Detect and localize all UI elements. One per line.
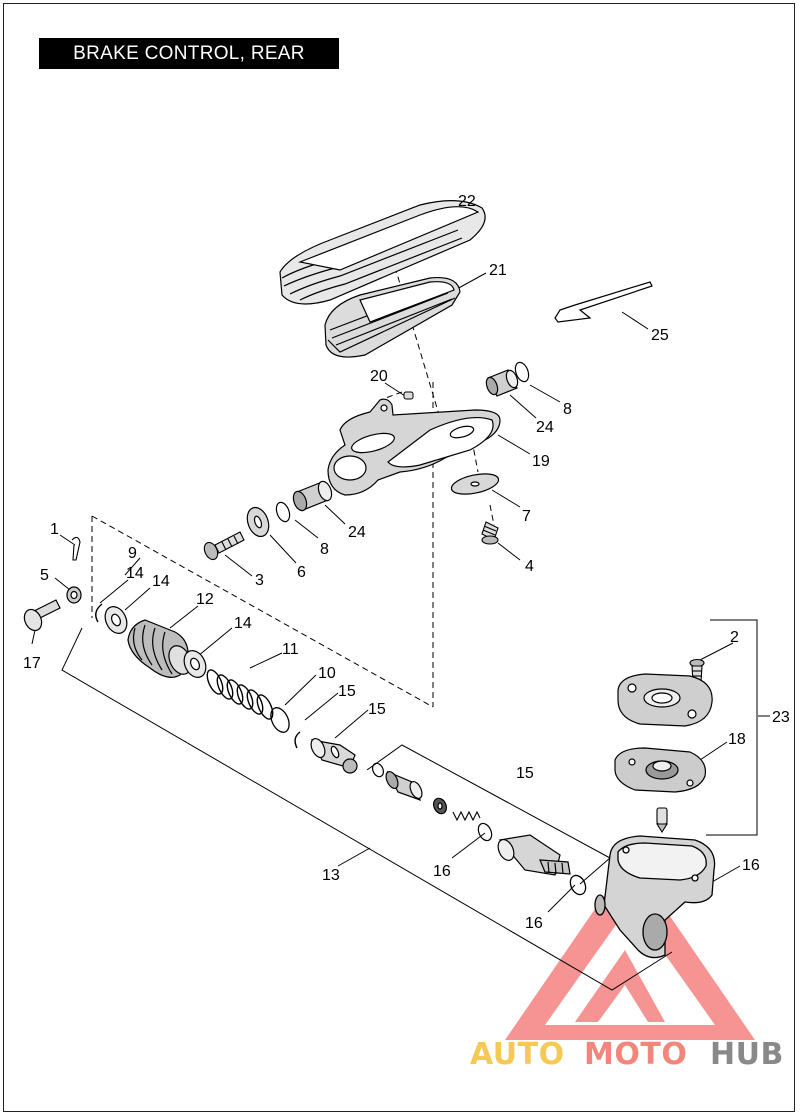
part-o-ring-upper — [514, 361, 530, 383]
callout-23: 23 — [772, 709, 790, 726]
callout-11: 11 — [282, 641, 299, 658]
part-plug — [403, 391, 414, 400]
part-spring — [206, 669, 274, 720]
part-washer-14 — [104, 606, 128, 634]
part-cotter-pin — [71, 536, 81, 561]
part-o-ring-lower — [275, 501, 291, 523]
callout-12: 12 — [196, 591, 214, 608]
callout-25: 25 — [651, 327, 669, 344]
part-small-o-ring — [371, 762, 385, 778]
callout-2: 2 — [730, 629, 739, 646]
part-retaining-ring-10 — [270, 707, 290, 733]
part-footboard-pad-top — [279, 200, 486, 305]
part-washer-7 — [450, 473, 500, 495]
part-footboard-pad-bottom — [324, 276, 461, 358]
part-washer-14b — [183, 650, 207, 678]
part-washer-6 — [246, 506, 270, 538]
part-retaining-ring-14 — [95, 603, 103, 623]
callout-13: 13 — [322, 867, 340, 884]
part-o-ring-16b — [569, 874, 587, 896]
callout-22: 22 — [458, 193, 476, 210]
callout-18: 18 — [728, 731, 746, 748]
callout-15c: 15 — [516, 765, 534, 782]
callout-17: 17 — [23, 655, 41, 672]
watermark-hub: HUB — [710, 1037, 784, 1072]
callout-3: 3 — [255, 572, 264, 589]
callout-10: 10 — [318, 665, 336, 682]
callout-15b: 15 — [368, 701, 386, 718]
watermark-auto: AUTO — [470, 1037, 565, 1072]
callout-1: 1 — [50, 521, 59, 538]
callout-labels: 22 21 25 20 8 24 19 7 24 8 6 3 4 1 9 14 … — [23, 193, 790, 932]
callout-21: 21 — [489, 262, 507, 279]
callout-15a: 15 — [338, 683, 356, 700]
callout-6: 6 — [297, 564, 306, 581]
part-outlet-fitting — [497, 834, 571, 876]
part-bushing-upper — [485, 369, 519, 397]
callout-20: 20 — [370, 368, 388, 385]
part-washer-5 — [66, 586, 82, 604]
callout-5: 5 — [40, 567, 49, 584]
callout-14b: 14 — [152, 573, 170, 590]
part-brake-pedal-lever — [327, 398, 501, 496]
part-bleed-fitting — [656, 807, 668, 834]
part-clip-15 — [294, 731, 301, 749]
part-rubber-boot — [127, 619, 192, 678]
callout-7: 7 — [522, 508, 531, 525]
callout-8a: 8 — [563, 401, 572, 418]
part-pushrod — [310, 737, 358, 774]
part-return-spring — [452, 810, 481, 822]
watermark-moto: MOTO — [584, 1037, 687, 1072]
part-clevis-pin — [23, 599, 61, 632]
callout-19: 19 — [532, 453, 550, 470]
callout-14c: 14 — [234, 615, 252, 632]
part-screw-2 — [689, 658, 705, 683]
callout-16a: 16 — [433, 863, 451, 880]
callout-9: 9 — [128, 545, 137, 562]
assembly-brackets — [61, 619, 758, 991]
callout-16c: 16 — [742, 857, 760, 874]
part-bolt-3 — [203, 531, 245, 561]
part-piston — [385, 770, 423, 802]
part-master-cylinder-body — [594, 835, 716, 959]
callout-8b: 8 — [320, 541, 329, 558]
watermark-text: AUTO MOTO HUB — [470, 1037, 784, 1072]
callout-4: 4 — [525, 558, 534, 575]
leader-lines — [31, 204, 770, 913]
part-wire-pin — [554, 281, 653, 323]
callout-24a: 24 — [536, 419, 554, 436]
watermark-inner-mark — [575, 950, 665, 1022]
callout-24b: 24 — [348, 524, 366, 541]
part-reservoir-cover — [617, 673, 713, 727]
part-bushing-lower — [292, 480, 333, 512]
diagram-title: BRAKE CONTROL, REAR — [39, 38, 339, 69]
part-screw-4 — [481, 521, 499, 545]
part-cup-seal — [432, 797, 448, 815]
page-frame — [3, 3, 795, 1112]
part-diaphragm — [614, 747, 707, 793]
callout-16b: 16 — [525, 915, 543, 932]
part-o-ring-16 — [477, 822, 493, 842]
callout-14a: 14 — [126, 565, 144, 582]
